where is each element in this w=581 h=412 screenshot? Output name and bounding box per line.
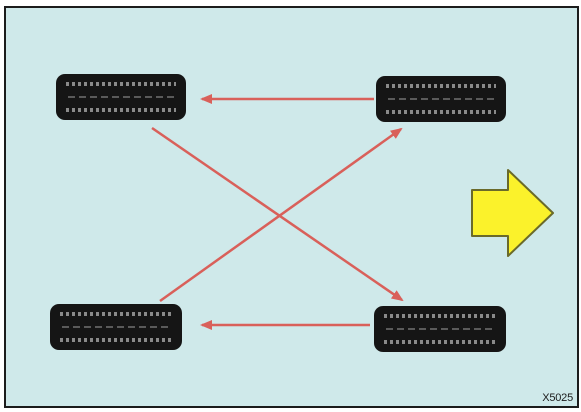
figure-frame: X5025: [4, 6, 579, 408]
tire-icon-front-right: [376, 76, 506, 122]
tire-icon-rear-left: [50, 304, 182, 350]
tire-icon-front-left: [56, 74, 186, 120]
rotation-arrow-front-left-to-rear-right: [151, 126, 404, 302]
rotation-arrow-rear-left-to-front-right: [159, 127, 403, 303]
tire-rotation-diagram: [50, 74, 554, 352]
figure-code: X5025: [542, 392, 573, 404]
tire-icon-rear-right: [374, 306, 506, 352]
forward-arrow-icon: [471, 169, 554, 257]
